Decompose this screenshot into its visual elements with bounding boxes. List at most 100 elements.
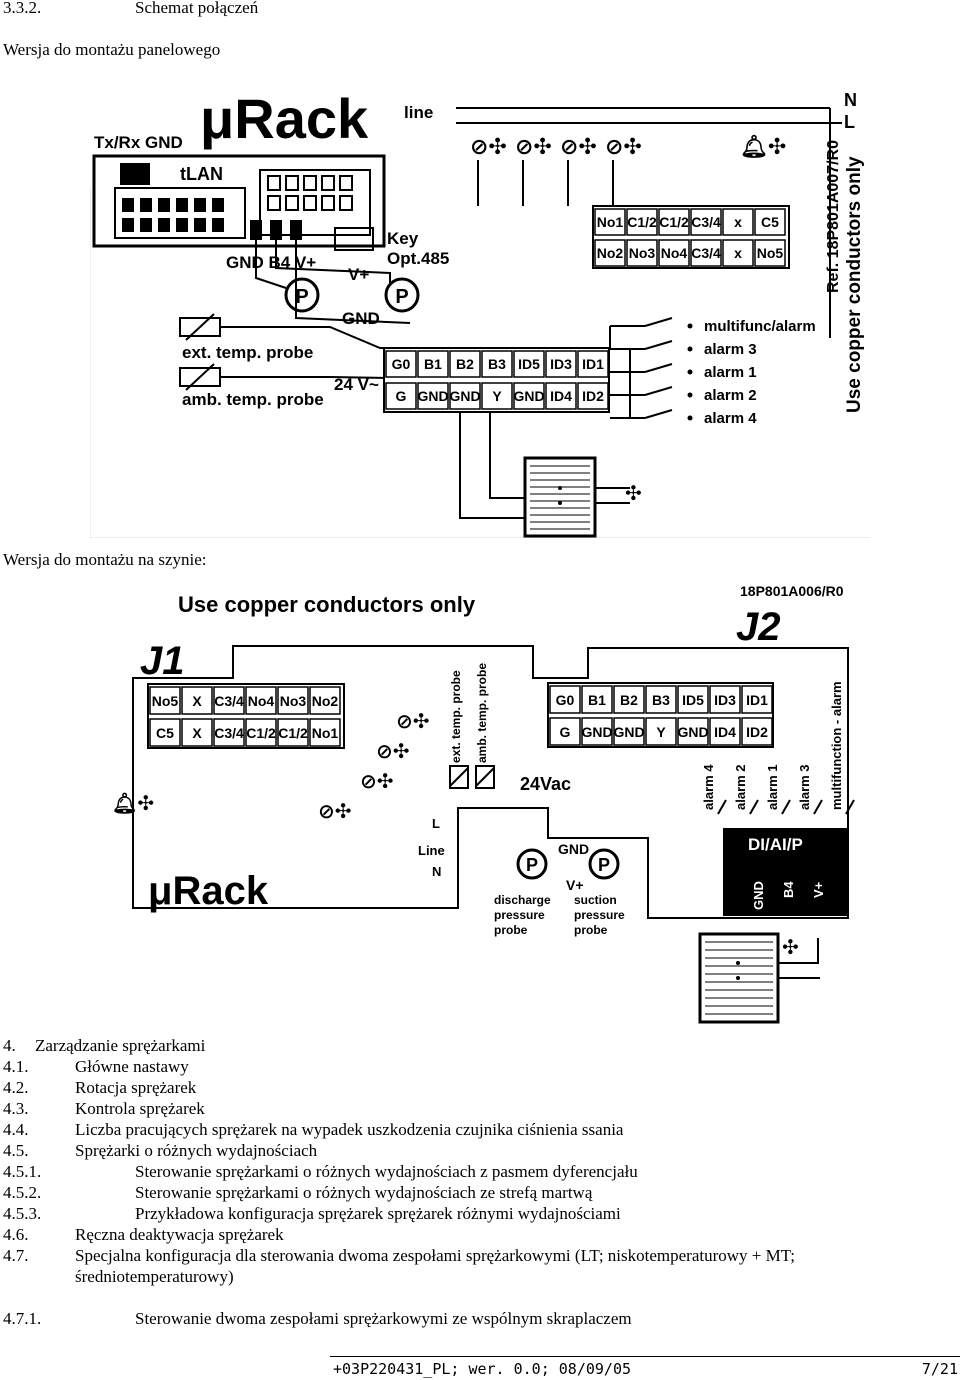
alarm-label: alarm 3 <box>704 341 757 358</box>
terminal-cell <box>549 685 581 714</box>
terminal-label: ID4 <box>714 724 736 740</box>
toc-title: Sprężarki o różnych wydajnościach <box>75 1141 318 1160</box>
panel-wiring-diagram: μRack Tx/Rx GND tLAN GND B4 V+ Key Opt.4… <box>90 78 870 538</box>
diaip-gnd: GND <box>751 881 766 910</box>
terminal-label: No1 <box>597 214 624 230</box>
toc-number: 4.1. <box>3 1057 29 1076</box>
key-label: Key <box>387 229 419 248</box>
probe-pins-label: GND B4 V+ <box>226 253 316 272</box>
terminal-label: ID2 <box>582 388 604 404</box>
alarm-label: alarm 2 <box>704 387 757 404</box>
gnd-label: GND <box>558 841 589 857</box>
terminal-cell <box>245 686 277 715</box>
terminal-label: GND <box>417 388 448 404</box>
terminal-label: x <box>734 214 742 230</box>
alarm-label: multifunc/alarm <box>704 318 816 335</box>
vplus-label: V+ <box>566 877 584 893</box>
toc-number: 4.7.1. <box>3 1309 42 1328</box>
terminal-label: No5 <box>152 693 179 709</box>
di-ai-p-block <box>723 828 848 916</box>
terminal-cell <box>181 686 213 715</box>
diaip-b4: B4 <box>781 881 796 898</box>
j2-label: J2 <box>736 605 781 649</box>
rail-caption: Wersja do montażu na szynie: <box>3 550 207 569</box>
terminal-label: C1/2 <box>246 725 276 741</box>
alarm-label: alarm 2 <box>733 764 748 810</box>
discharge-pressure-probe <box>516 848 548 880</box>
terminal-cell <box>149 686 181 715</box>
alarm-label: alarm 1 <box>704 364 757 381</box>
terminal-label: No4 <box>248 693 275 709</box>
terminal-cell <box>645 717 677 746</box>
toc-title: średniotemperaturowy) <box>75 1267 234 1286</box>
supply-label: 24Vac <box>520 774 571 794</box>
footer-rule <box>330 1356 960 1357</box>
terminal-cell <box>722 239 754 267</box>
panel-caption: Wersja do montażu panelowego <box>3 40 221 59</box>
terminal-cell <box>581 685 613 714</box>
toc-number: 4.2. <box>3 1078 29 1097</box>
terminal-cell <box>277 718 309 747</box>
probe-description: probe <box>494 923 528 937</box>
n-label: N <box>432 864 441 879</box>
compressor-fan-icon: ⊘✣ <box>360 771 394 793</box>
terminal-label: ID1 <box>582 356 604 372</box>
ext-temp-probe <box>449 765 469 789</box>
toc-number: 4.6. <box>3 1225 29 1244</box>
terminal-cell <box>213 718 245 747</box>
terminal-label: C1/2 <box>278 725 308 741</box>
terminal-cell <box>181 718 213 747</box>
supply-label: 24 V~ <box>334 375 379 394</box>
urack-logo: μRack <box>200 87 369 150</box>
terminal-cell <box>277 686 309 715</box>
alarm-switch <box>644 409 673 419</box>
terminal-label: GND <box>513 388 544 404</box>
terminal-cell <box>309 718 341 747</box>
terminal-cell <box>594 208 626 236</box>
alarm-label: multifunction - alarm <box>829 681 844 810</box>
terminal-cell <box>449 350 481 378</box>
toc-number: 4.7. <box>3 1246 29 1265</box>
toc-title: Sterowanie sprężarkami o różnych wydajno… <box>135 1183 593 1202</box>
l-label: L <box>432 816 440 831</box>
terminal-cell <box>513 382 545 410</box>
probe-description: probe <box>574 923 608 937</box>
terminal-label: X <box>192 693 202 709</box>
terminal-label: GND <box>613 724 644 740</box>
n-label: N <box>844 90 857 110</box>
toc-number: 4.5.2. <box>3 1183 42 1202</box>
p-label: P <box>526 855 538 875</box>
toc-title: Zarządzanie sprężarkami <box>35 1036 206 1055</box>
toc-title: Sterowanie sprężarkami o różnych wydajno… <box>135 1162 638 1181</box>
alarm-switch <box>845 799 855 815</box>
terminal-label: C3/4 <box>214 725 244 741</box>
compressor-fan-icon: ⊘✣ <box>318 801 352 823</box>
compressor-fan-icon: ⊘✣ <box>396 711 430 733</box>
toc-number: 4.5.1. <box>3 1162 42 1181</box>
toc-title: Ręczna deaktywacja sprężarek <box>75 1225 284 1244</box>
amb-temp-probe-label: amb. temp. probe <box>182 390 324 409</box>
alarm-switch <box>749 799 759 815</box>
fan-icon: ✣ <box>625 483 642 505</box>
terminal-cell <box>677 717 709 746</box>
p-label: P <box>598 855 610 875</box>
terminal-cell <box>213 686 245 715</box>
terminal-label: B1 <box>424 356 442 372</box>
fan-speed-controller: ✣ <box>523 456 642 538</box>
terminal-label: C3/4 <box>691 214 721 230</box>
terminal-cell <box>626 239 658 267</box>
terminal-cell <box>577 382 609 410</box>
alarm-label: alarm 3 <box>797 764 812 810</box>
probe-description: pressure <box>574 908 625 922</box>
terminal-label: ID2 <box>746 724 768 740</box>
terminal-label: G0 <box>392 356 411 372</box>
terminal-cell <box>417 382 449 410</box>
probe-description: pressure <box>494 908 545 922</box>
toc-title: Kontrola sprężarek <box>75 1099 205 1118</box>
alarm-bell-icon: 🔔︎✣ <box>740 134 786 159</box>
compressor-fan-icon: ⊘✣ <box>515 134 552 159</box>
alarm-switch <box>781 799 791 815</box>
terminal-cell <box>417 350 449 378</box>
terminal-label: ID3 <box>714 692 736 708</box>
copper-warning: Use copper conductors only <box>844 156 865 413</box>
